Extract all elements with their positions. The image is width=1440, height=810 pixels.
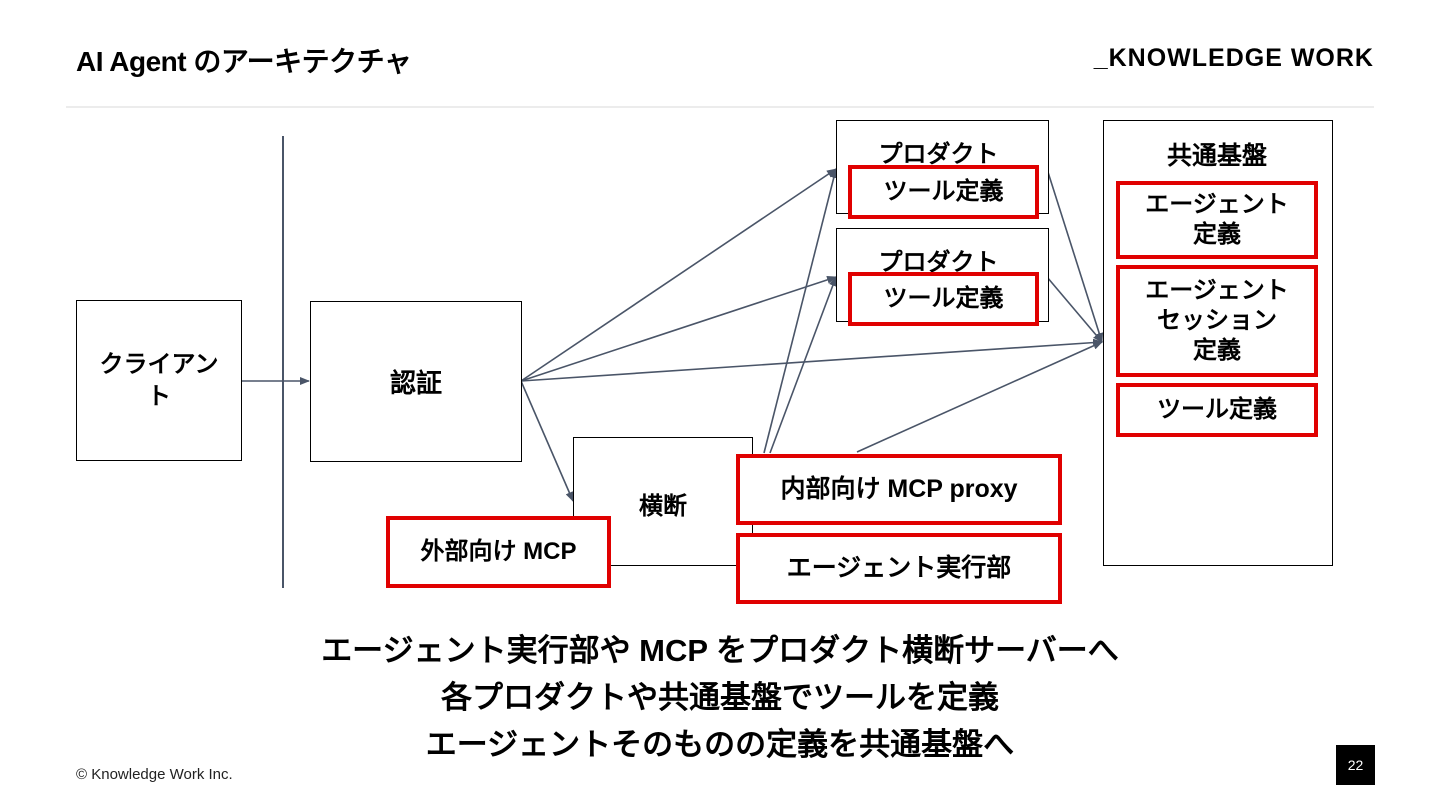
summary-line-3: エージェントそのものの定義を共通基盤へ [425, 727, 1015, 762]
auth-label: 認証 [389, 368, 442, 398]
product-title-2: プロダクト [878, 249, 999, 276]
arrow-cross-product1 [763, 168, 838, 454]
platform-title: 共通基盤 [1166, 142, 1267, 170]
summary-line-2: 各プロダクトや共通基盤でツールを定義 [441, 680, 999, 715]
product-tool-label-2: ツール定義 [883, 285, 1004, 312]
platform-tool-definition: ツール定義 [1116, 383, 1318, 437]
agent-runtime-label: エージェント実行部 [786, 553, 1012, 582]
header-divider [66, 106, 1374, 108]
product-tool-label-1: ツール定義 [883, 178, 1004, 205]
cross-label: 横断 [639, 493, 687, 520]
slide-title: AI Agent のアーキテクチャ [76, 46, 412, 77]
product-title-1: プロダクト [878, 141, 999, 168]
client-box: クライアント [76, 300, 242, 461]
copyright-footer: © Knowledge Work Inc. [76, 766, 233, 783]
arrow-product1-platform [1046, 168, 1104, 343]
platform-item-label-3: ツール定義 [1157, 396, 1277, 423]
arrow-auth-cross [520, 380, 574, 502]
arrow-proxy-platform [856, 341, 1103, 453]
brand-logo: _KNOWLEDGE WORK [1093, 44, 1374, 72]
arrow-auth-product2 [520, 276, 837, 382]
arrow-auth-product1 [520, 168, 837, 382]
internal-mcp-proxy-box: 内部向け MCP proxy [736, 454, 1062, 525]
page-number: 22 [1336, 745, 1375, 785]
platform-agent-session-definition: エージェント セッション 定義 [1116, 265, 1318, 377]
summary-line-1: エージェント実行部や MCP をプロダクト横断サーバーへ [321, 633, 1119, 668]
client-boundary-line [282, 136, 284, 588]
external-mcp-label: 外部向け MCP [420, 538, 577, 565]
internal-mcp-proxy-label: 内部向け MCP proxy [780, 474, 1018, 503]
agent-runtime-box: エージェント実行部 [736, 533, 1062, 604]
arrow-cross-product2 [769, 276, 837, 454]
product-tool-definition-2: ツール定義 [848, 272, 1039, 326]
platform-item-label-1: エージェント 定義 [1145, 191, 1289, 248]
arrow-auth-platform [520, 338, 1103, 382]
platform-agent-definition: エージェント 定義 [1116, 181, 1318, 259]
auth-box: 認証 [310, 301, 522, 462]
arrow-product2-platform [1046, 276, 1103, 343]
platform-item-label-2: エージェント セッション 定義 [1145, 277, 1289, 364]
product-tool-definition-1: ツール定義 [848, 165, 1039, 219]
client-label: クライアント [99, 351, 219, 410]
external-mcp-box: 外部向け MCP [386, 516, 611, 588]
